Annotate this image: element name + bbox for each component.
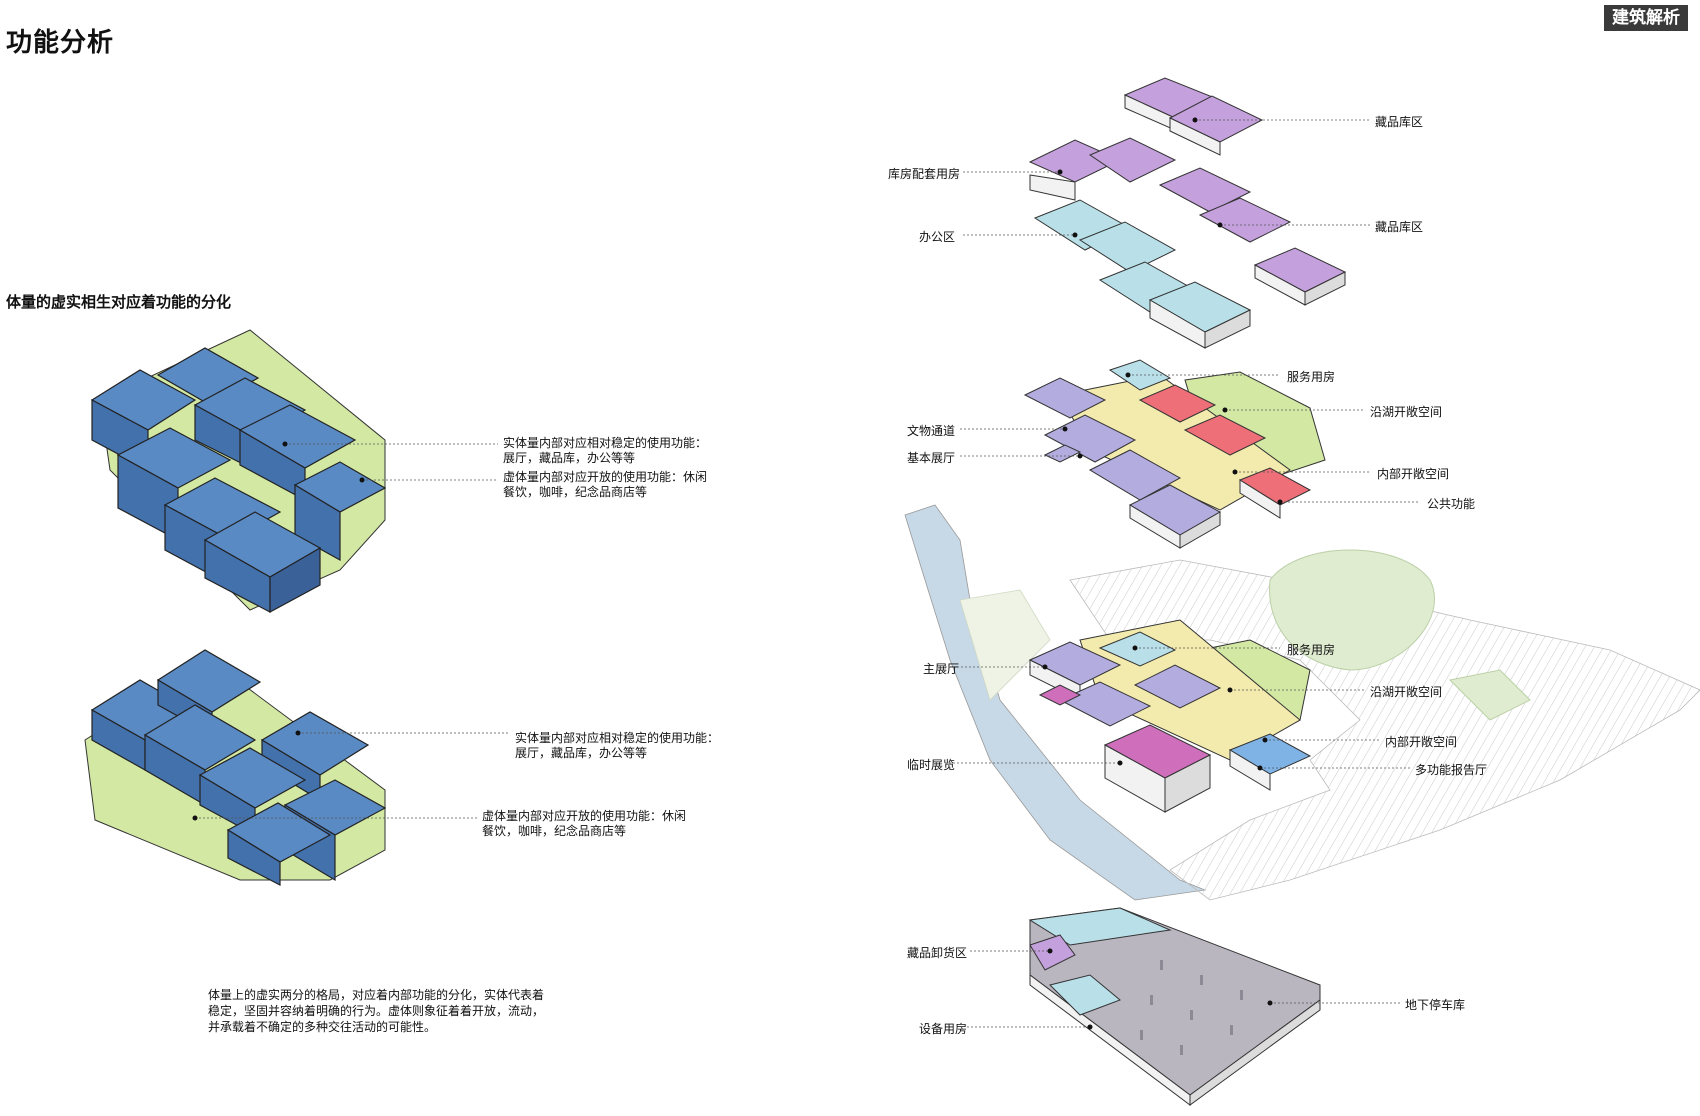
label-equipment-rooms: 设备用房 bbox=[919, 1022, 968, 1036]
page-title: 功能分析 bbox=[6, 28, 115, 58]
label-inner-open-l1: 内部开敞空间 bbox=[1385, 735, 1458, 749]
label-office-area: 办公区 bbox=[919, 230, 956, 244]
description-line: 稳定，坚固并容纳着明确的行为。虚体则象征着着开放，流动， bbox=[208, 1004, 545, 1018]
label-auditorium: 多功能报告厅 bbox=[1415, 763, 1488, 777]
note-line: 虚体量内部对应开放的使用功能：休闲 bbox=[482, 809, 687, 823]
label-service-rooms-l1: 服务用房 bbox=[1287, 643, 1336, 657]
label-artifact-corridor: 文物通道 bbox=[907, 424, 956, 438]
label-storage-area-2: 藏品库区 bbox=[1375, 220, 1424, 234]
note-line: 虚体量内部对应开放的使用功能：休闲 bbox=[503, 470, 708, 484]
description-line: 体量上的虚实两分的格局，对应着内部功能的分化，实体代表着 bbox=[208, 988, 545, 1002]
label-storage-area-1: 藏品库区 bbox=[1375, 115, 1424, 129]
level3-axonometric bbox=[1028, 77, 1347, 349]
label-public-functions: 公共功能 bbox=[1427, 497, 1476, 511]
note-line: 餐饮，咖啡，纪念品商店等 bbox=[503, 485, 648, 499]
label-lakeside-open-l1: 沿湖开敞空间 bbox=[1370, 685, 1443, 699]
note-line: 餐饮，咖啡，纪念品商店等 bbox=[482, 824, 627, 838]
level2-axonometric bbox=[1023, 359, 1326, 549]
leader-lines bbox=[945, 119, 1420, 1028]
site-and-level1 bbox=[904, 504, 1700, 901]
label-inner-open-l2: 内部开敞空间 bbox=[1377, 467, 1450, 481]
label-temporary-exhibition: 临时展览 bbox=[907, 758, 956, 772]
label-underground-parking: 地下停车库 bbox=[1405, 998, 1466, 1012]
label-main-hall: 主展厅 bbox=[923, 662, 960, 676]
description-line: 并承载着不确定的多种交往活动的可能性。 bbox=[208, 1020, 437, 1034]
label-basic-hall: 基本展厅 bbox=[907, 451, 956, 465]
section-badge: 建筑解析 bbox=[1604, 5, 1688, 31]
label-unloading-area: 藏品卸货区 bbox=[907, 946, 968, 960]
bottom-void-note: 虚体量内部对应开放的使用功能：休闲 餐饮，咖啡，纪念品商店等 bbox=[482, 809, 686, 839]
note-line: 实体量内部对应相对稳定的使用功能： bbox=[515, 731, 720, 745]
leader-dots bbox=[1042, 117, 1283, 1030]
note-line: 展厅，藏品库，办公等等 bbox=[515, 746, 648, 760]
section-subtitle: 体量的虚实相生对应着功能的分化 bbox=[6, 293, 232, 311]
label-storage-support: 库房配套用房 bbox=[888, 167, 961, 181]
label-service-rooms-l2: 服务用房 bbox=[1287, 370, 1336, 384]
label-lakeside-open-l2: 沿湖开敞空间 bbox=[1370, 405, 1443, 419]
top-solid-note: 实体量内部对应相对稳定的使用功能： 展厅，藏品库，办公等等 bbox=[503, 436, 707, 466]
note-line: 实体量内部对应相对稳定的使用功能： bbox=[503, 436, 708, 450]
description-paragraph: 体量上的虚实两分的格局，对应着内部功能的分化，实体代表着 稳定，坚固并容纳着明确… bbox=[208, 987, 544, 1035]
bottom-solid-note: 实体量内部对应相对稳定的使用功能： 展厅，藏品库，办公等等 bbox=[515, 731, 719, 761]
massing-diagram-bottom bbox=[84, 649, 510, 886]
top-void-note: 虚体量内部对应开放的使用功能：休闲 餐饮，咖啡，纪念品商店等 bbox=[503, 470, 707, 500]
massing-diagram-top bbox=[90, 329, 498, 614]
note-line: 展厅，藏品库，办公等等 bbox=[503, 451, 636, 465]
basement-axonometric bbox=[1028, 907, 1321, 1106]
